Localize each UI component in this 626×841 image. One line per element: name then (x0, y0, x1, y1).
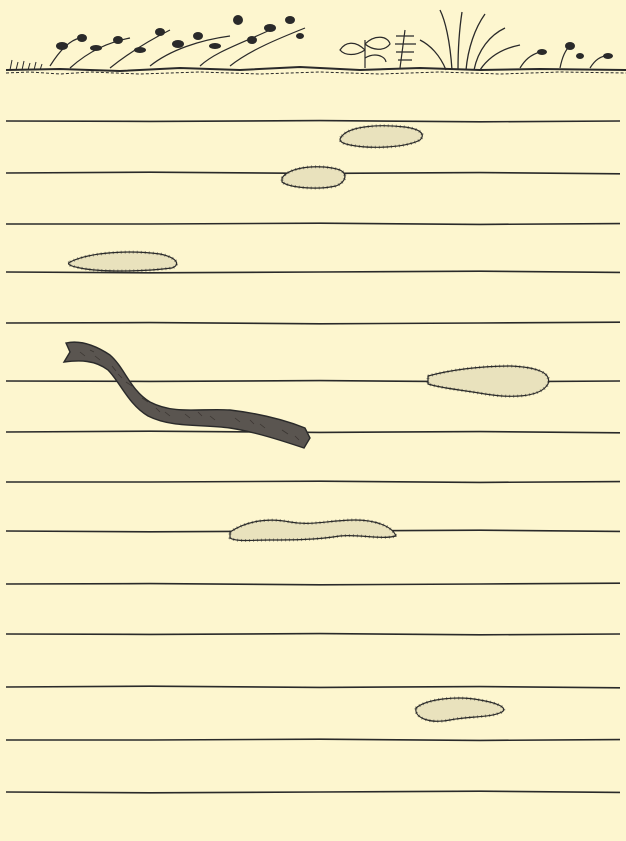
ground-texture (6, 72, 626, 74)
cast-icon (340, 126, 422, 148)
cast-icon (68, 252, 176, 271)
worm-cast (428, 366, 549, 396)
stratum-line (6, 481, 620, 482)
worm-cast (230, 520, 396, 541)
plant-icon (520, 42, 613, 68)
stratum-line (6, 583, 620, 585)
surface-vegetation (6, 10, 626, 74)
cast-icon (428, 366, 549, 396)
stratum-line (6, 121, 620, 122)
stratum-line (6, 739, 620, 740)
cast-icon (416, 698, 504, 721)
stratum-line (6, 223, 620, 224)
stratum-line (6, 686, 620, 688)
stratum-line (6, 431, 620, 433)
worm-cast (68, 252, 176, 271)
casts-group (68, 126, 548, 722)
stratum-line (6, 791, 620, 793)
strata-lines (6, 121, 620, 793)
cast-icon (282, 167, 345, 188)
stratum-line (6, 634, 620, 635)
plant-icon (50, 15, 305, 68)
grass-icon (420, 10, 520, 70)
ground-surface-line (6, 67, 626, 71)
cast-icon (230, 520, 396, 541)
plant-icon (340, 30, 416, 68)
stratum-line (6, 322, 620, 324)
